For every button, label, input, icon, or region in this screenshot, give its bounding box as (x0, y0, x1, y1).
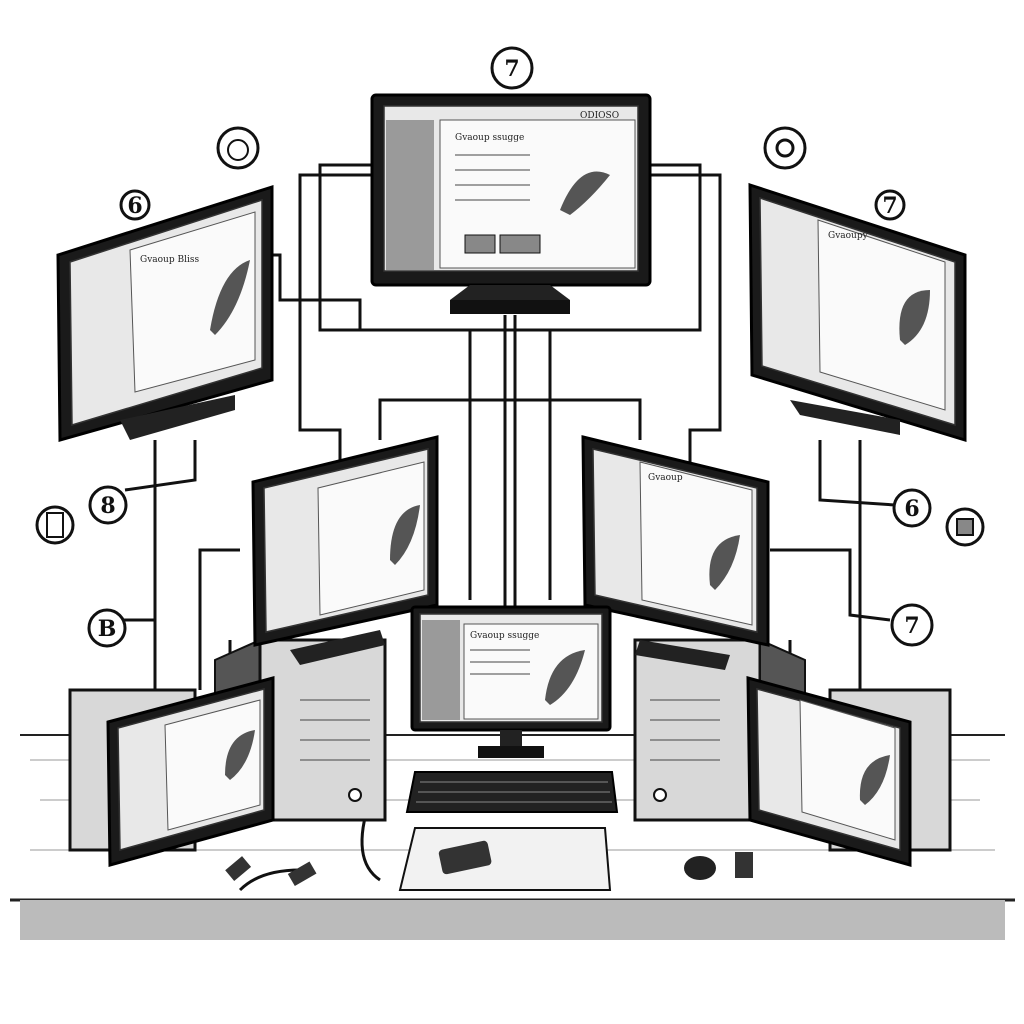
document-icon (35, 505, 75, 545)
svg-text:7: 7 (904, 613, 919, 639)
badge-right-lower: 7 (890, 603, 934, 647)
plant-icon (899, 290, 930, 345)
screen-title: Gvaoup Bliss (140, 255, 199, 265)
monitor-bottom-right[interactable] (746, 676, 912, 867)
plant-icon (390, 505, 420, 565)
monitor-top-left[interactable]: Gvaoup Bliss (56, 184, 274, 442)
svg-text:6: 6 (904, 496, 919, 522)
badge-left-lower: B (87, 608, 127, 648)
monitor-top-center[interactable]: Gvaoup ssugge ODIOSO (370, 93, 652, 314)
usb-hub (438, 840, 492, 875)
svg-text:7: 7 (504, 56, 519, 82)
usb-plug (225, 856, 252, 882)
screen-title: Gvaoup ssugge (470, 631, 539, 641)
badge-left-upper: 8 (88, 485, 128, 525)
cables (120, 163, 896, 892)
screen-title: Gvaoup ssugge (455, 133, 524, 143)
usb-plug (735, 852, 753, 878)
svg-text:B: B (98, 616, 117, 642)
mousepad (398, 827, 612, 891)
plant-icon (225, 730, 255, 780)
svg-text:6: 6 (127, 193, 142, 219)
gear-icon (216, 126, 260, 170)
gear-icon (763, 126, 807, 170)
keyboard[interactable] (405, 771, 619, 813)
screen-title: Gvaoup (648, 473, 683, 483)
mouse[interactable] (684, 856, 716, 880)
screen-toolbar: ODIOSO (580, 111, 619, 121)
plant-icon (560, 171, 610, 215)
monitor-mid-right[interactable]: Gvaoup (581, 435, 770, 670)
badge-top-right: 7 (874, 189, 906, 221)
monitor-top-right[interactable]: Gvaoupy (748, 182, 967, 443)
screen-title: Gvaoupy (828, 231, 869, 241)
badge-top-left: 6 (119, 189, 151, 221)
monitor-bottom-center[interactable]: Gvaoup ssugge (410, 605, 612, 758)
monitor-mid-left[interactable] (251, 435, 439, 665)
monitor-bottom-left[interactable] (106, 676, 275, 867)
plant-icon (210, 260, 250, 335)
usb-plug (287, 861, 317, 887)
badge-top-center: 7 (490, 46, 534, 90)
plant-icon (859, 755, 890, 805)
plant-icon (545, 650, 585, 705)
window-icon (945, 507, 985, 547)
svg-text:7: 7 (882, 193, 897, 219)
svg-text:8: 8 (100, 493, 115, 519)
plant-icon (709, 535, 740, 590)
badge-right-upper: 6 (892, 488, 932, 528)
